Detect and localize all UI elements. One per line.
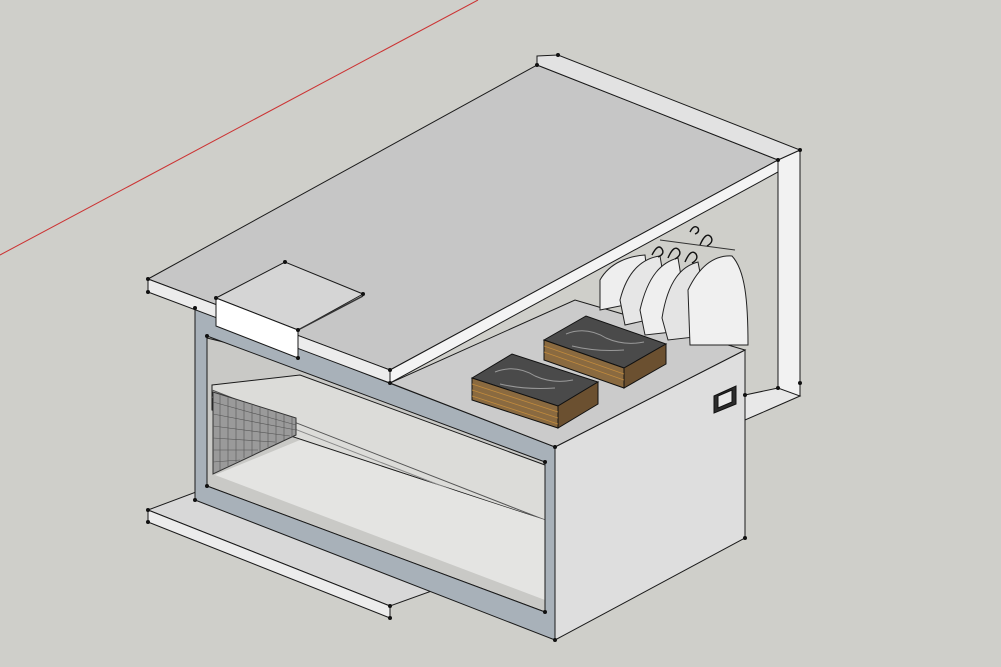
hanging-garment-rail [599, 225, 749, 346]
wall-socket [713, 385, 737, 414]
open-frame-shelf[interactable] [194, 307, 556, 641]
red-axis-line [0, 0, 479, 256]
back-support-panel[interactable] [744, 149, 802, 421]
mesh-panel [212, 391, 297, 475]
folded-shirt-stack-1 [470, 353, 600, 429]
cash-drawer-box[interactable] [214, 260, 365, 360]
folded-shirt-stack-2 [542, 315, 668, 389]
